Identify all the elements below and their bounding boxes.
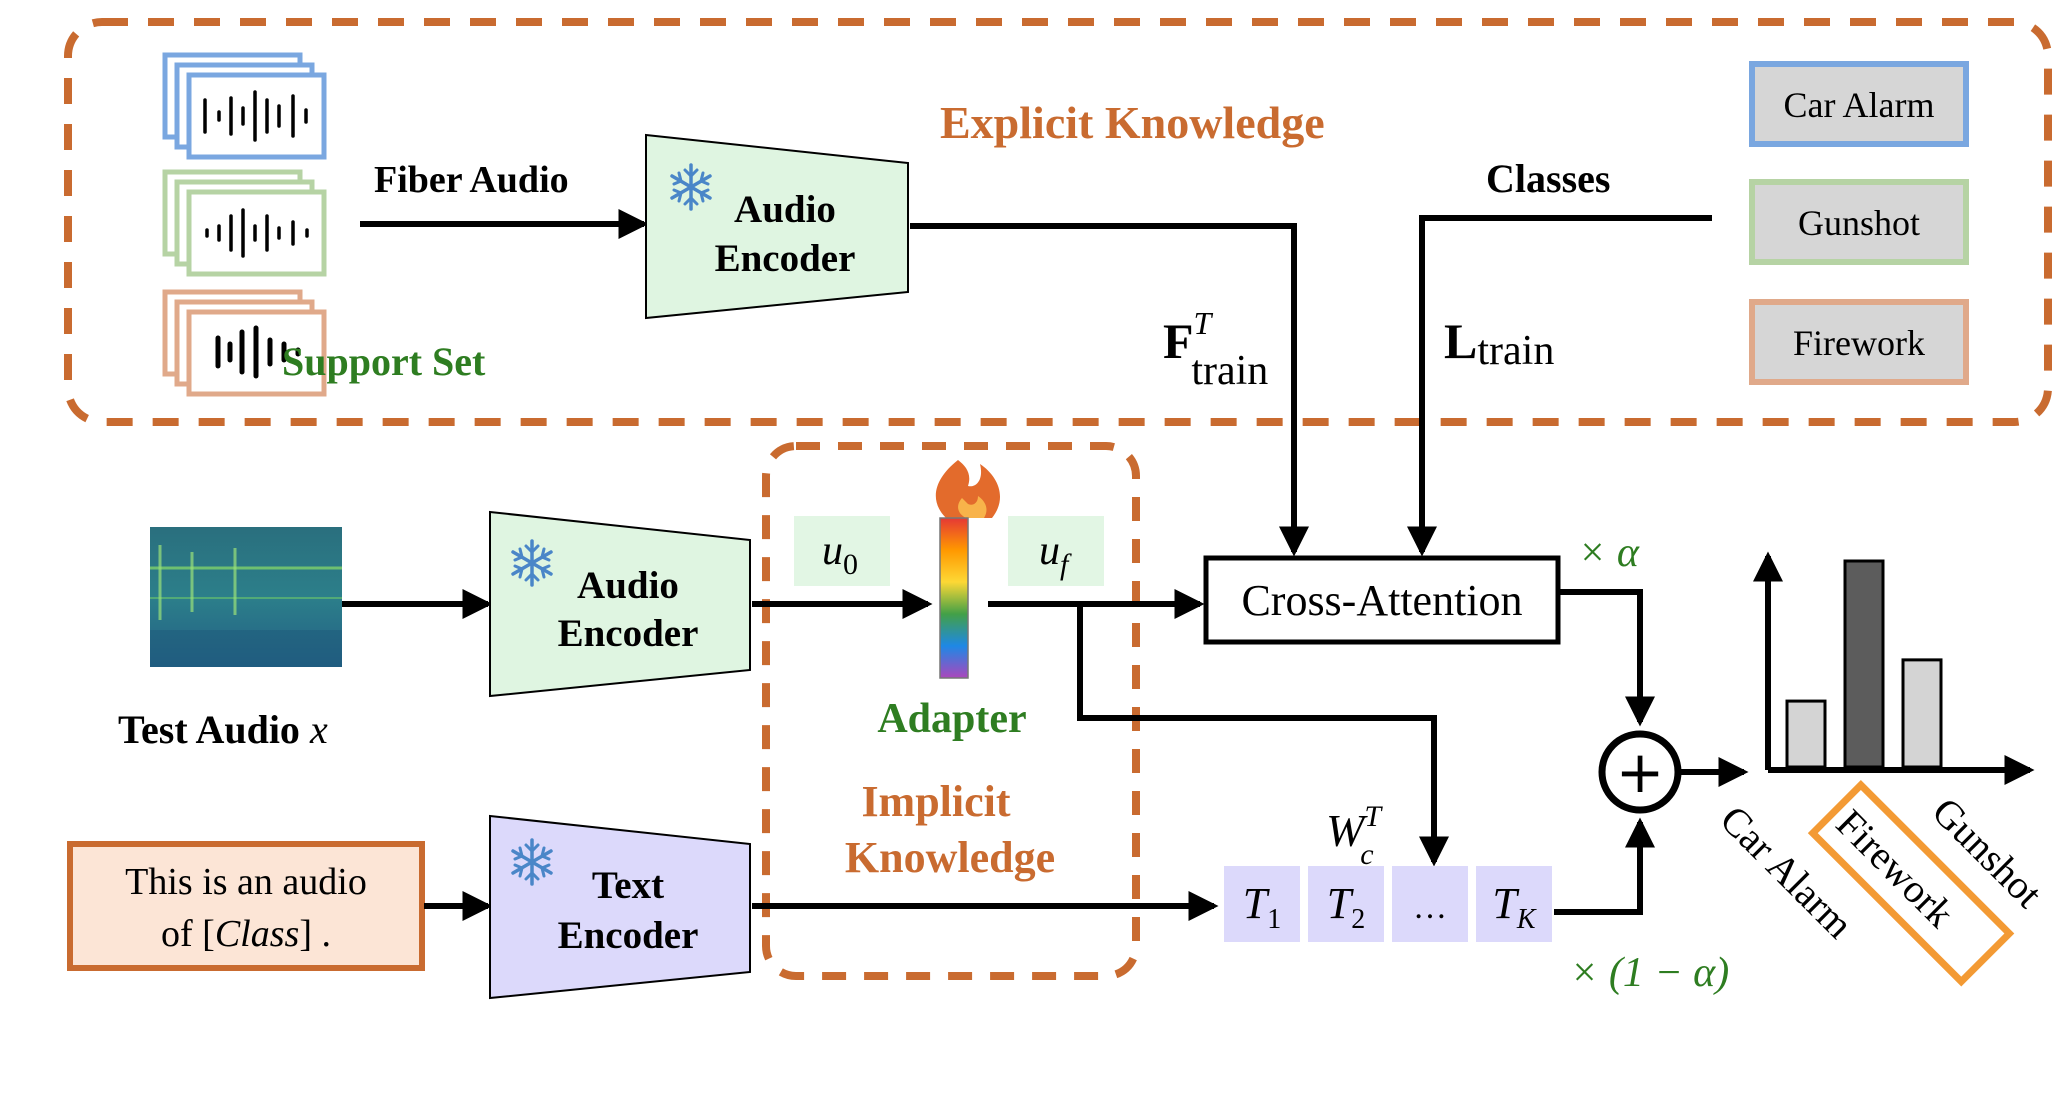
explicit-knowledge-title: Explicit Knowledge xyxy=(940,97,1325,148)
token-label: TK xyxy=(1492,879,1536,935)
token-box xyxy=(1392,866,1468,942)
token-box xyxy=(1308,866,1384,942)
fusion-add-node xyxy=(1598,730,1682,814)
text-token-row: T1 T2 … TK xyxy=(1224,866,1552,942)
token-label: T1 xyxy=(1243,879,1281,935)
support-stack-blue xyxy=(162,52,327,160)
alpha-arrow xyxy=(1560,589,1655,727)
u0-label: u0 xyxy=(822,528,858,581)
explicit-knowledge-region xyxy=(64,18,2052,426)
prompt-box: This is an audio of [Class] . xyxy=(67,841,425,971)
class-box-firework: Firework xyxy=(1749,299,1969,385)
middle-audio-encoder: Audio Encoder xyxy=(489,510,751,698)
support-stack-peach xyxy=(162,289,327,397)
token-box xyxy=(1224,866,1300,942)
adapter-bar xyxy=(939,517,969,679)
text-encoder: Text Encoder xyxy=(489,814,751,1000)
support-stack-green xyxy=(162,169,327,277)
svg-text:Car Alarm: Car Alarm xyxy=(1784,85,1935,125)
one-minus-alpha-label: × (1 − α) xyxy=(1570,950,1729,996)
waveform-icon xyxy=(205,208,309,258)
token-label: T2 xyxy=(1327,879,1365,935)
fiber-audio-label: Fiber Audio xyxy=(374,159,569,201)
svg-text:Firework: Firework xyxy=(1793,323,1925,363)
u0-box xyxy=(794,516,890,586)
text-encoder-line2: Encoder xyxy=(558,914,699,957)
class-box-car-alarm: Car Alarm xyxy=(1749,61,1969,147)
tick-label-car-alarm: Car Alarm xyxy=(1712,797,1862,947)
token-label: … xyxy=(1413,889,1447,926)
top-audio-encoder: Audio Encoder xyxy=(645,133,909,320)
prompt-line2: of [Class] . xyxy=(161,913,331,955)
support-set-label: Support Set xyxy=(282,339,486,384)
fusion-symbol: + xyxy=(1616,738,1665,806)
alpha-label: × α xyxy=(1578,530,1640,576)
cross-attention-box xyxy=(1203,555,1561,645)
class-box-gunshot: Gunshot xyxy=(1749,179,1969,265)
implicit-knowledge-title-line2: Knowledge xyxy=(845,833,1055,882)
bar-firework xyxy=(1843,559,1885,769)
audio-encoder-line1: Audio xyxy=(577,564,679,607)
waveform-icon xyxy=(215,325,301,379)
test-audio-spectrogram xyxy=(150,527,342,667)
bar-car-alarm xyxy=(1785,699,1827,769)
text-encoder-line1: Text xyxy=(592,864,664,907)
uf-to-tokens-arrow xyxy=(1077,604,1449,867)
adapter xyxy=(935,460,1001,679)
f-train-arrow xyxy=(910,223,1309,557)
audio-encoder-line2: Encoder xyxy=(558,612,699,655)
predicted-class-highlight xyxy=(1807,780,2015,987)
token-box xyxy=(1476,866,1552,942)
prompt-line1: This is an audio xyxy=(125,861,367,903)
waveform-icon xyxy=(203,90,308,142)
one-minus-alpha-arrow xyxy=(1554,817,1655,915)
classes-label: Classes xyxy=(1486,156,1610,201)
bar-gunshot xyxy=(1901,658,1943,769)
audio-encoder-line2: Encoder xyxy=(715,237,856,280)
audio-encoder-line1: Audio xyxy=(734,188,836,231)
classes-arrow xyxy=(1407,215,1712,557)
implicit-knowledge-region xyxy=(762,442,1140,980)
l-train-label: Ltrain xyxy=(1444,313,1554,374)
test-audio-label: Test Audio x xyxy=(118,707,328,752)
adapter-label: Adapter xyxy=(877,696,1026,742)
implicit-knowledge-title-line1: Implicit xyxy=(861,777,1010,826)
svg-text:Gunshot: Gunshot xyxy=(1798,203,1920,243)
cross-attention-label: Cross-Attention xyxy=(1241,576,1522,625)
uf-box xyxy=(1008,516,1104,586)
